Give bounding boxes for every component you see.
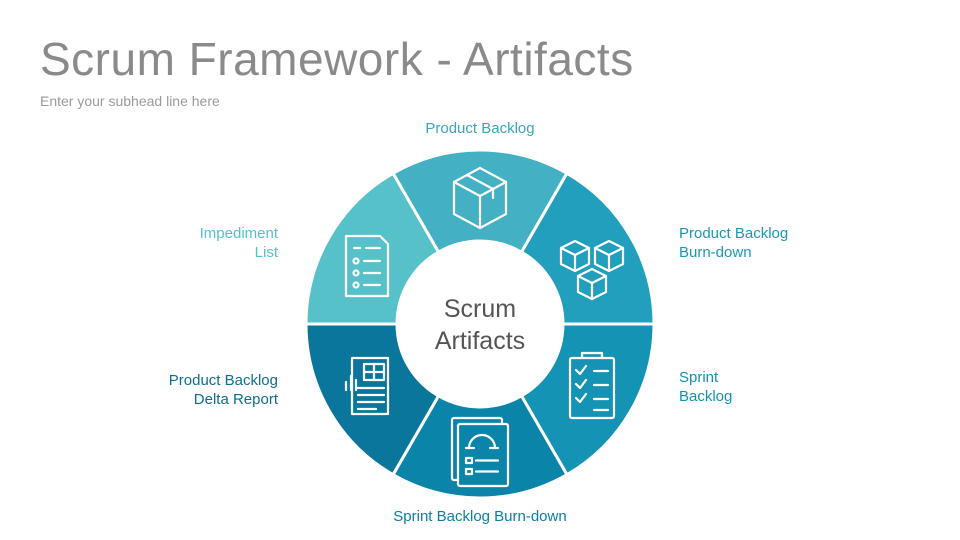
label-line: Sprint Backlog Burn-down (393, 508, 567, 525)
label-sprint-backlog-burndown: Sprint Backlog Burn-down (370, 507, 590, 526)
center-circle (397, 241, 563, 407)
center-title-line1: Scrum (444, 295, 516, 323)
label-line: Backlog (679, 388, 733, 405)
label-line: Delta Report (193, 391, 278, 408)
label-impediment-list: Impediment List (200, 224, 278, 262)
label-line: Sprint (679, 369, 719, 386)
report-chart-icon (344, 356, 390, 416)
box-icon (452, 166, 508, 230)
label-line: Product Backlog (425, 120, 535, 137)
page-title: Scrum Framework - Artifacts (40, 33, 634, 85)
label-product-backlog: Product Backlog (410, 119, 550, 138)
label-line: Product Backlog (168, 372, 278, 389)
boxes-icon (559, 239, 625, 301)
label-line: Burn-down (679, 244, 752, 261)
label-product-backlog-burndown: Product Backlog Burn-down (679, 224, 788, 262)
label-line: Product Backlog (679, 225, 789, 242)
list-document-icon (344, 234, 390, 298)
clipboard-checklist-icon (568, 351, 616, 420)
center-title-line2: Artifacts (435, 327, 525, 355)
label-sprint-backlog: Sprint Backlog (679, 368, 732, 406)
label-line: List (254, 244, 278, 261)
page-subtitle: Enter your subhead line here (40, 93, 220, 109)
label-line: Impediment (199, 225, 278, 242)
burndown-document-icon (450, 416, 510, 488)
label-product-backlog-delta-report: Product Backlog Delta Report (169, 371, 278, 409)
